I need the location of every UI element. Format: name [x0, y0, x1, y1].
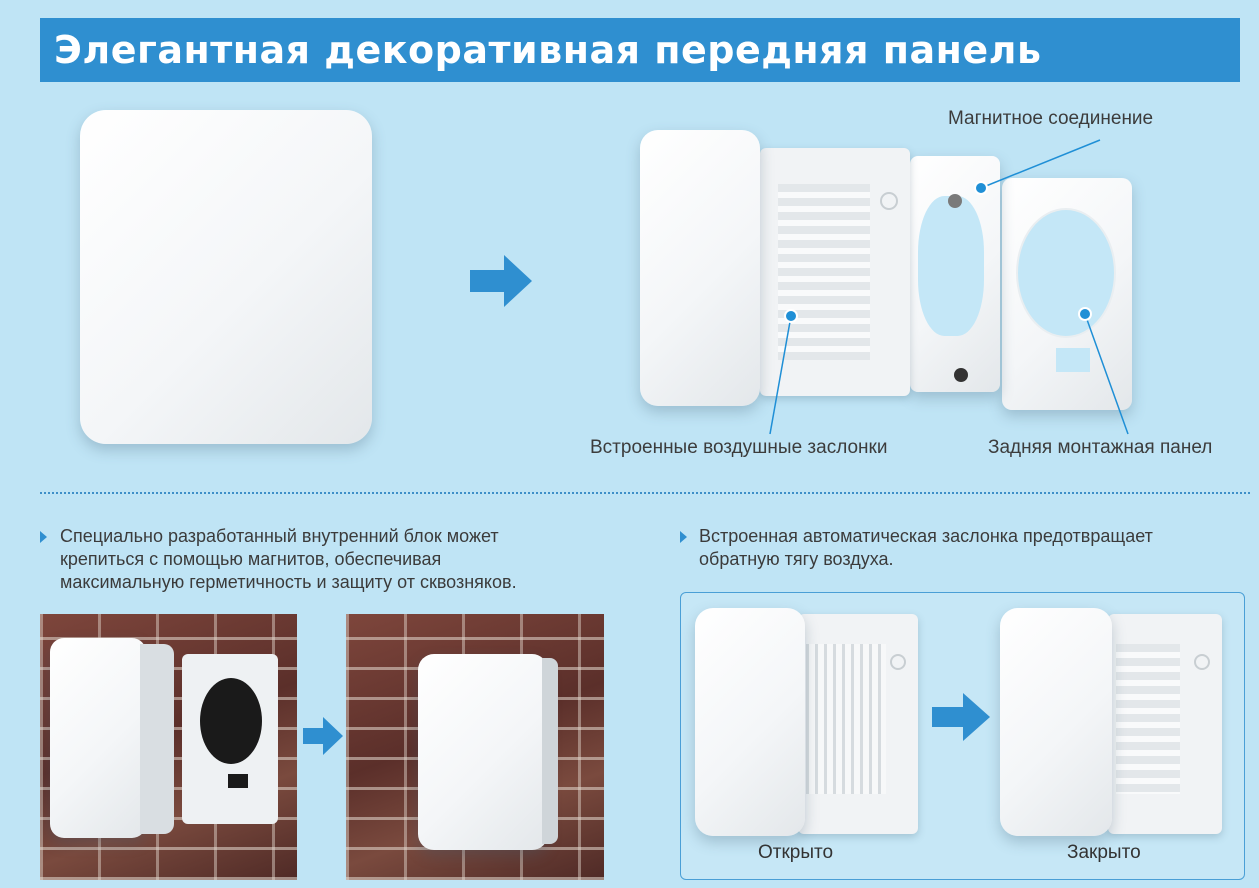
callout-dot-magnetic: [974, 181, 988, 195]
rear-panel-image: [1002, 178, 1132, 410]
label-built-in-dampers: Встроенные воздушные заслонки: [590, 437, 888, 458]
bullet-text-magnets: Специально разработанный внутренний блок…: [60, 526, 517, 592]
bullet-text-damper: Встроенная автоматическая заслонка предо…: [699, 526, 1153, 569]
photo-installation-closed: [346, 614, 604, 880]
damper-unit-image: [760, 148, 910, 396]
front-panel-image: [80, 110, 372, 444]
callout-dot-dampers: [784, 309, 798, 323]
arrow-right-icon: [303, 717, 343, 755]
closed-unit-body: [1108, 614, 1222, 834]
label-rear-mounting-panel: Задняя монтажная панел: [988, 437, 1213, 458]
section-divider: [40, 492, 1250, 494]
label-magnetic-connection: Магнитное соединение: [948, 108, 1154, 129]
page-title: Элегантная декоративная передняя панель: [54, 28, 1042, 72]
photo-installation-open: [40, 614, 297, 880]
exploded-view: [630, 120, 1250, 420]
bullet-triangle-icon: [680, 531, 687, 543]
front-cover-image: [640, 130, 760, 406]
mount-frame-image: [910, 156, 1000, 392]
arrow-right-icon: [470, 255, 532, 307]
callout-dot-rear-panel: [1078, 307, 1092, 321]
caption-closed: Закрыто: [1067, 842, 1141, 863]
open-unit-body: [798, 614, 918, 834]
open-unit-cover: [695, 608, 805, 836]
title-banner: Элегантная декоративная передняя панель: [40, 18, 1240, 82]
caption-open: Открыто: [758, 842, 834, 863]
closed-unit-cover: [1000, 608, 1112, 836]
arrow-right-icon: [932, 693, 990, 741]
bullet-triangle-icon: [40, 531, 47, 543]
